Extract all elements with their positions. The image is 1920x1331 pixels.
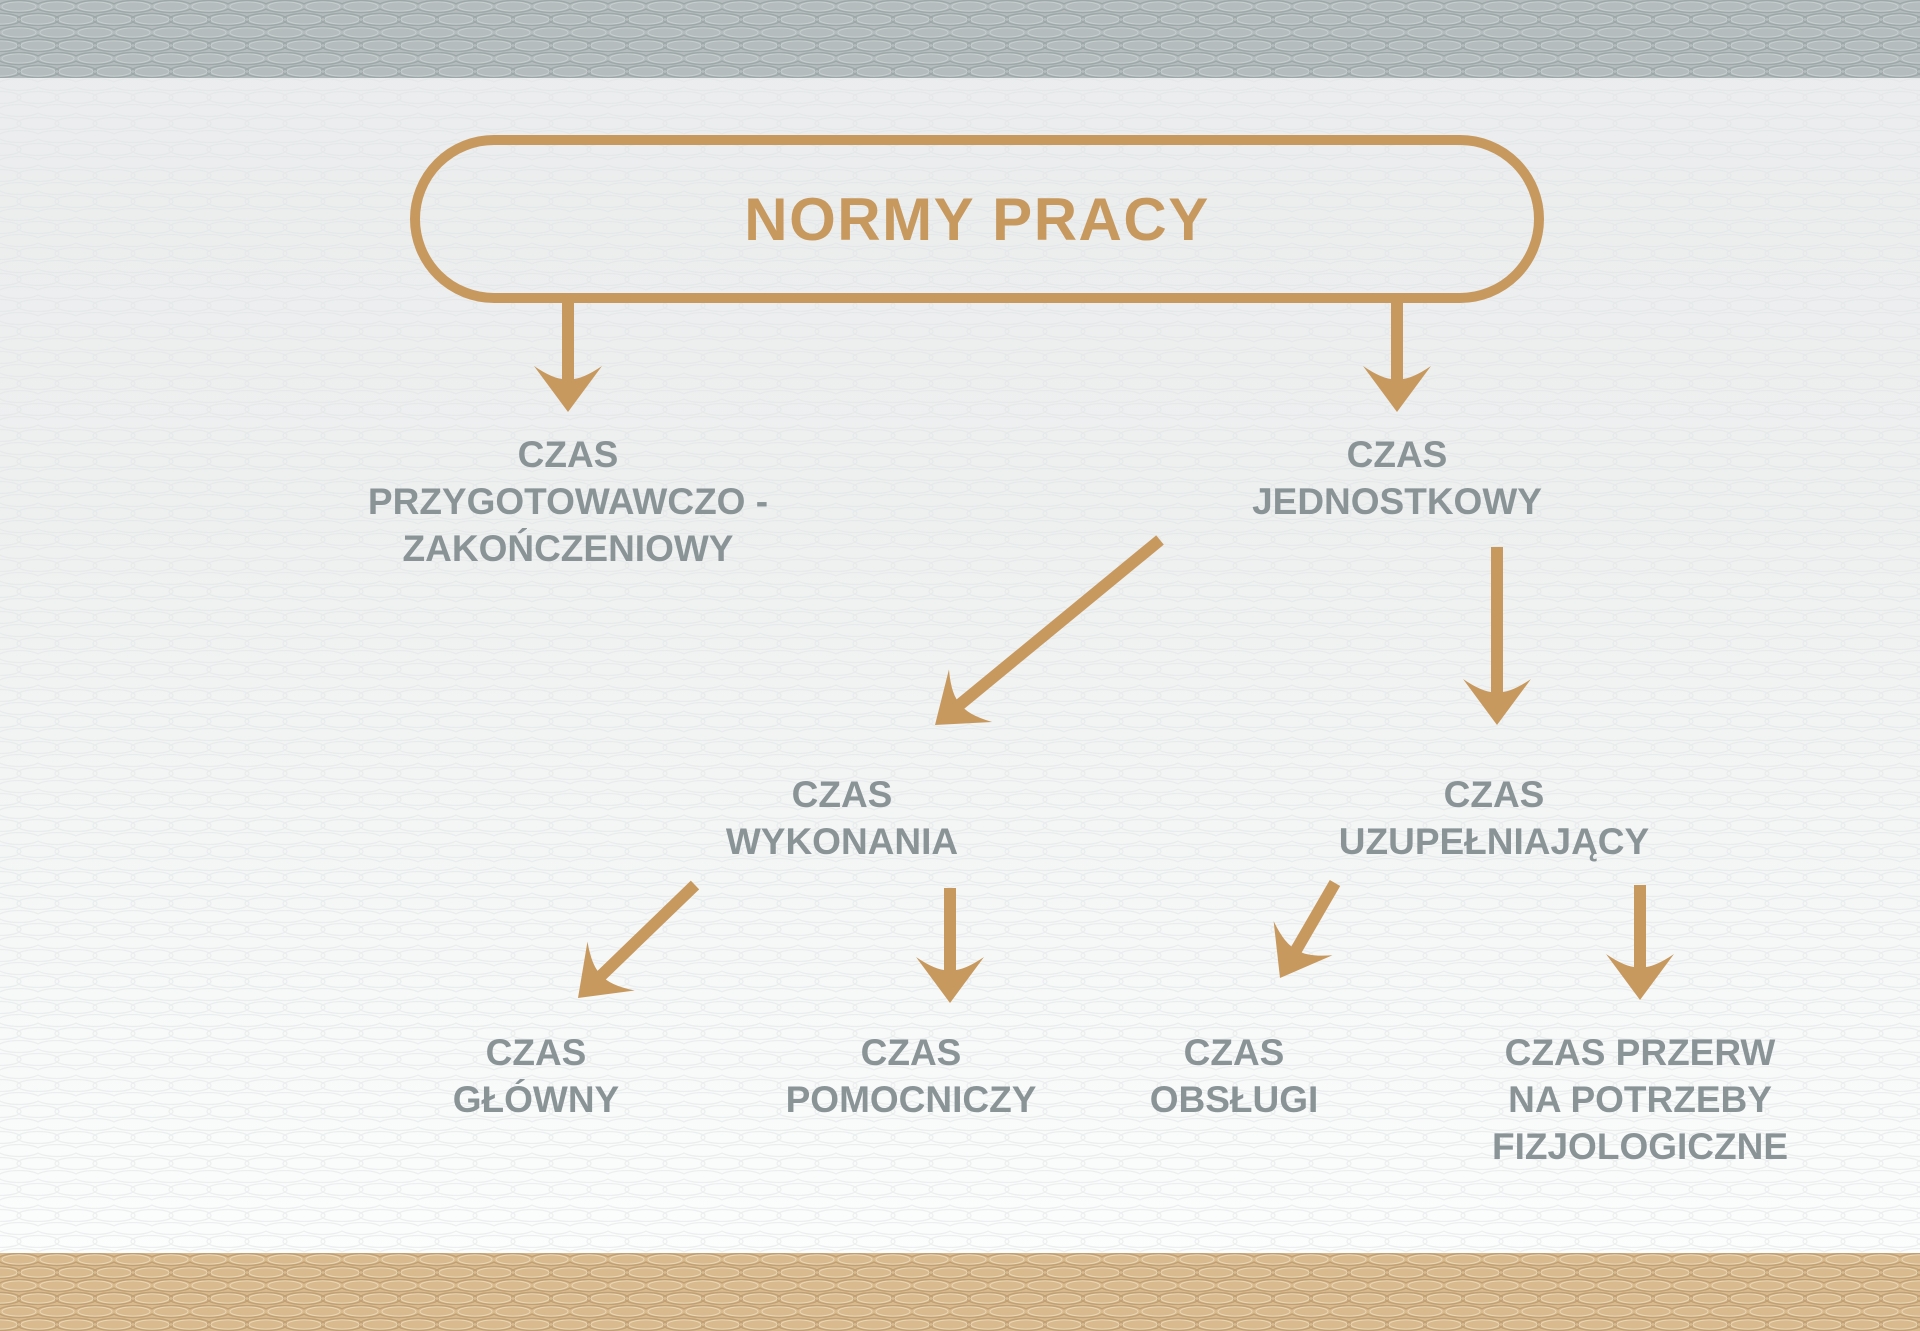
edge-arrow-czas-uzupelniajacy-to-czas-obslugi xyxy=(1273,879,1341,978)
node-czas-glowny: CZAS GŁÓWNY xyxy=(452,1032,620,1120)
edge-arrow-czas-uzupelniajacy-to-czas-przerw-na-potrzeby-fizjologiczne xyxy=(1606,885,1674,1000)
node-normy-pracy: NORMY PRACY xyxy=(410,135,1544,303)
node-czas-przygotowawczo-zakonczeniowy: CZAS PRZYGOTOWAWCZO - ZAKOŃCZENIOWY xyxy=(367,434,769,569)
node-czas-jednostkowy: CZAS JEDNOSTKOWY xyxy=(1252,434,1542,522)
edge-arrow-normy-pracy-to-czas-jednostkowy xyxy=(1363,302,1431,412)
edge-arrow-czas-wykonania-to-czas-glowny xyxy=(578,880,700,998)
node-czas-obslugi: CZAS OBSŁUGI xyxy=(1149,1032,1319,1120)
edge-arrow-normy-pracy-to-czas-przygotowawczo-zakonczeniowy xyxy=(534,302,602,412)
node-czas-uzupelniajacy: CZAS UZUPEŁNIAJĄCY xyxy=(1338,774,1650,862)
top-border-pattern xyxy=(0,0,1920,78)
node-czas-wykonania: CZAS WYKONANIA xyxy=(725,774,959,862)
diagram-title: NORMY PRACY xyxy=(744,185,1210,253)
edge-arrow-czas-jednostkowy-to-czas-uzupelniajacy xyxy=(1463,547,1531,725)
node-czas-pomocniczy: CZAS POMOCNICZY xyxy=(785,1032,1037,1120)
node-czas-przerw-na-potrzeby-fizjologiczne: CZAS PRZERW NA POTRZEBY FIZJOLOGICZNE xyxy=(1492,1032,1788,1167)
edge-arrow-czas-wykonania-to-czas-pomocniczy xyxy=(916,888,984,1003)
edge-arrow-czas-jednostkowy-to-czas-wykonania xyxy=(935,535,1164,725)
bottom-border-pattern xyxy=(0,1253,1920,1331)
